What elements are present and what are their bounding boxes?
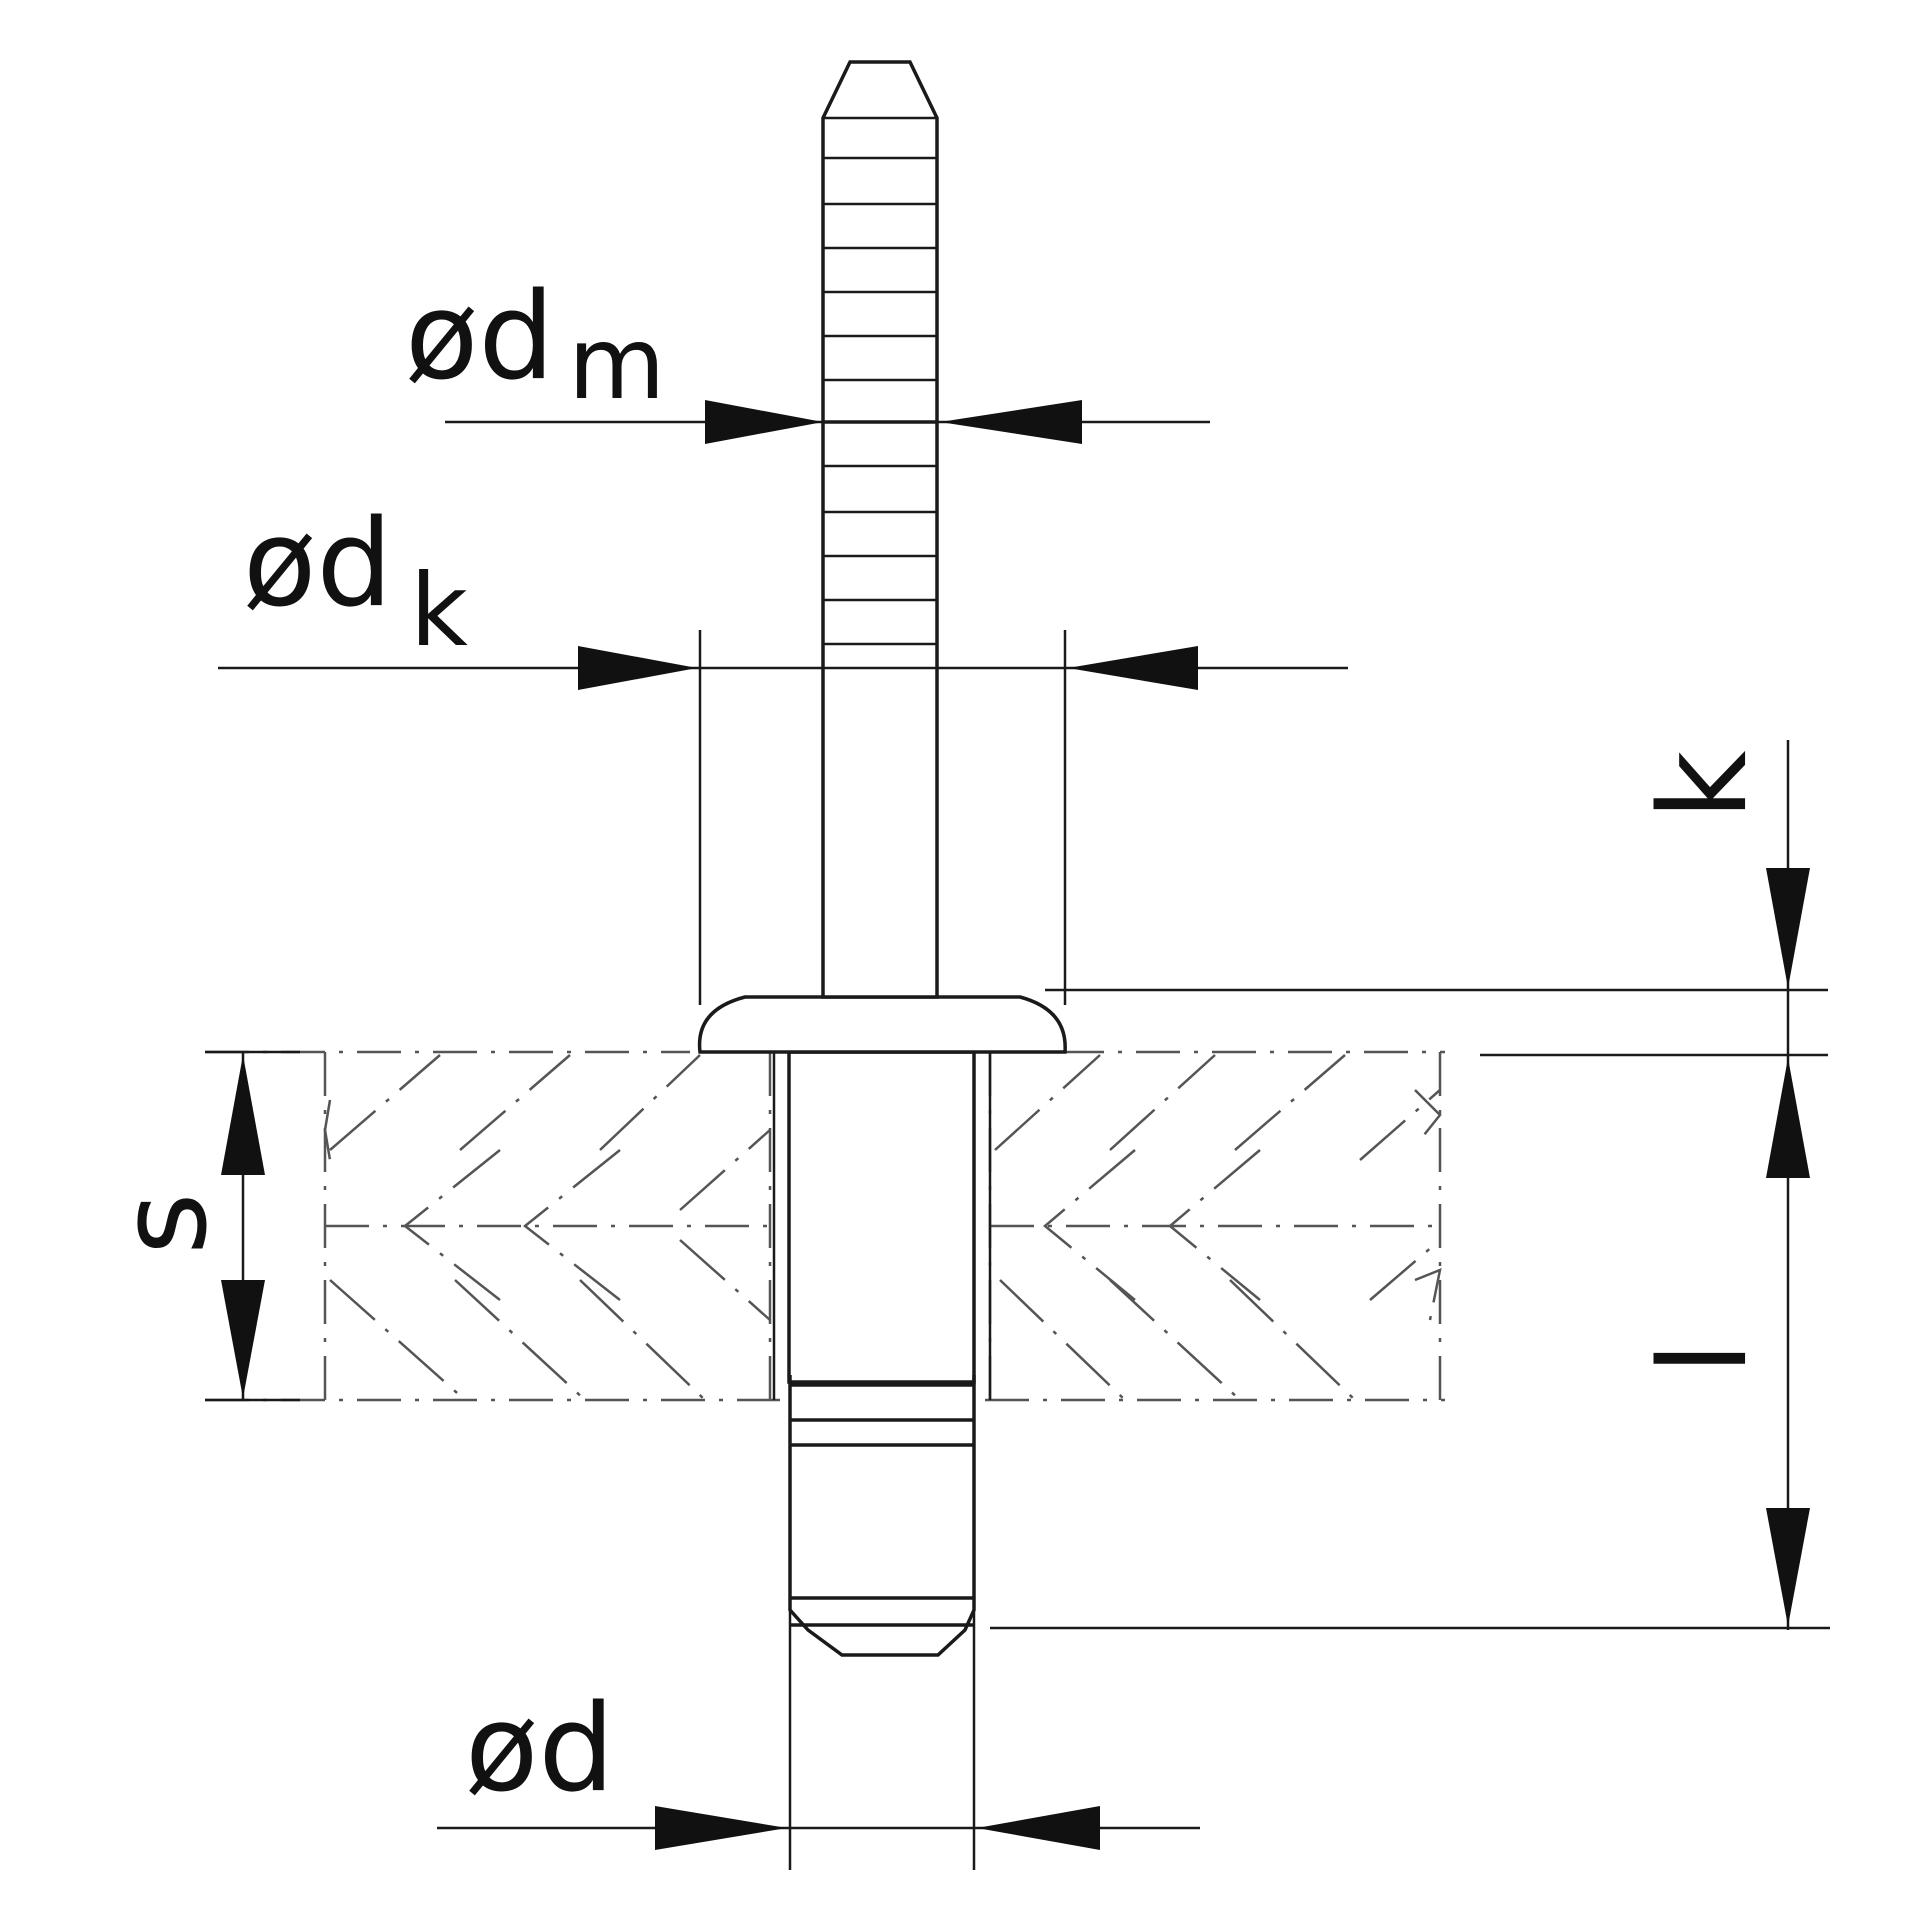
mandrel: [821, 60, 939, 999]
dimension-s: s: [95, 1050, 300, 1402]
label-k: k: [1635, 750, 1774, 820]
label-d: ød: [465, 1680, 615, 1819]
label-dm-main: ød: [405, 268, 555, 407]
dimension-dm: ød m: [405, 268, 1210, 444]
mandrel-serrations: [823, 116, 937, 646]
label-l: l: [1635, 1342, 1774, 1375]
rivet-sleeve: [772, 1050, 992, 1657]
label-s: s: [95, 1192, 234, 1255]
label-dk-sub: k: [410, 552, 468, 669]
dimension-l: l: [990, 1342, 1830, 1630]
dimension-k: k: [1045, 740, 1828, 1630]
workpiece-plates: [205, 1050, 1445, 1402]
label-dm-sub: m: [568, 305, 665, 422]
label-dk-main: ød: [243, 495, 393, 634]
dimension-dk: ød k: [218, 495, 1348, 1005]
dimension-d: ød: [437, 1600, 1200, 1870]
rivet-head: [697, 995, 1067, 1054]
